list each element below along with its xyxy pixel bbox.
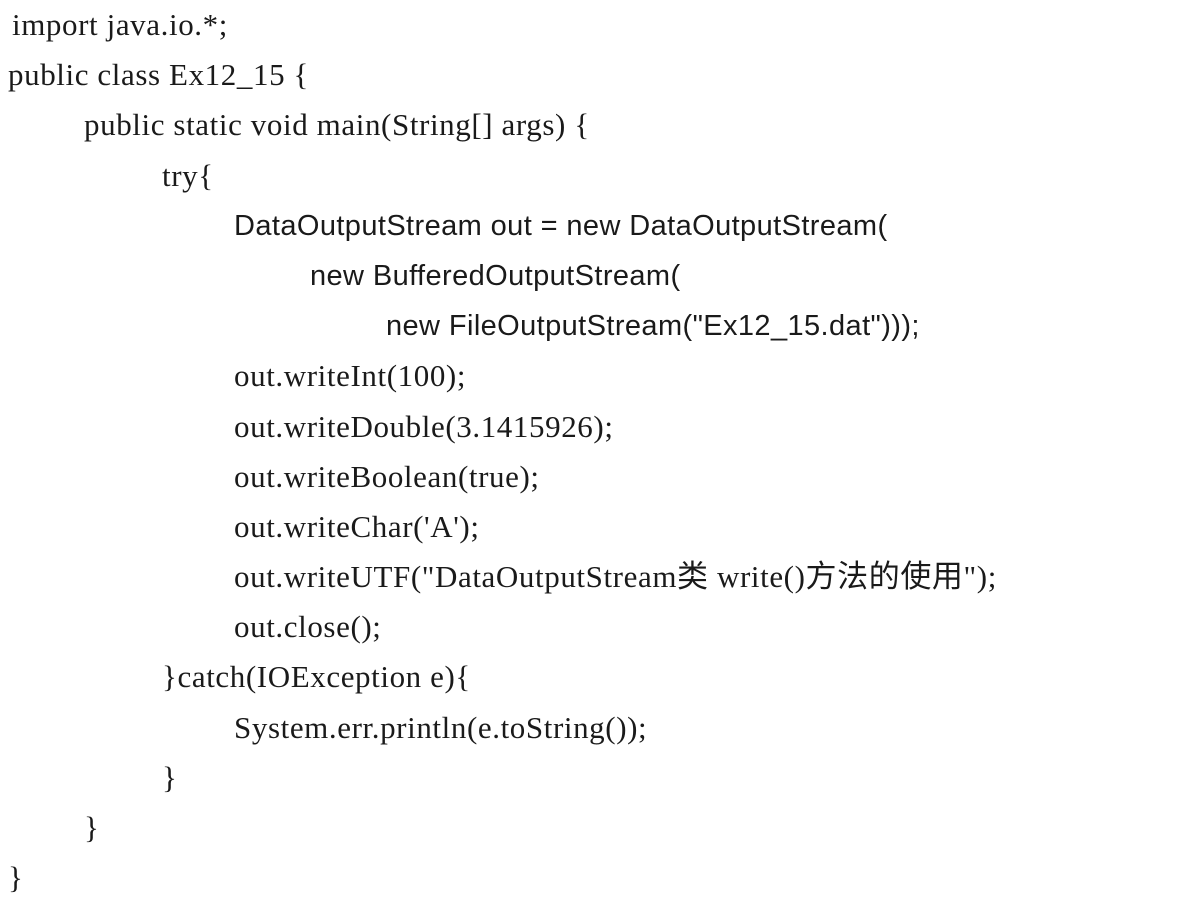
code-line-main-method: public static void main(String[] args) { [84,107,590,143]
code-line-write-double: out.writeDouble(3.1415926); [234,408,614,444]
code-line-print-error: System.err.println(e.toString()); [234,709,648,745]
code-line-close: out.close(); [234,609,382,645]
code-line-buffered-output-stream: new BufferedOutputStream( [310,259,681,292]
code-line-data-output-stream: DataOutputStream out = new DataOutputStr… [234,209,888,242]
code-line-catch: }catch(IOException e){ [162,659,471,695]
code-line-class-close-brace: } [8,860,24,896]
code-line-write-boolean: out.writeBoolean(true); [234,458,540,494]
code-line-catch-close-brace: } [162,759,178,795]
code-line-try: try{ [162,157,214,193]
code-line-write-utf: out.writeUTF("DataOutputStream类 write()方… [234,559,997,595]
code-line-file-output-stream: new FileOutputStream("Ex12_15.dat"))); [386,310,920,343]
code-listing: import java.io.*; public class Ex12_15 {… [8,0,1198,903]
code-line-write-char: out.writeChar('A'); [234,508,480,544]
code-line-method-close-brace: } [84,810,100,845]
code-line-class-declaration: public class Ex12_15 { [8,57,310,93]
code-line-write-int: out.writeInt(100); [234,358,467,394]
code-line-import: import java.io.*; [12,7,228,42]
